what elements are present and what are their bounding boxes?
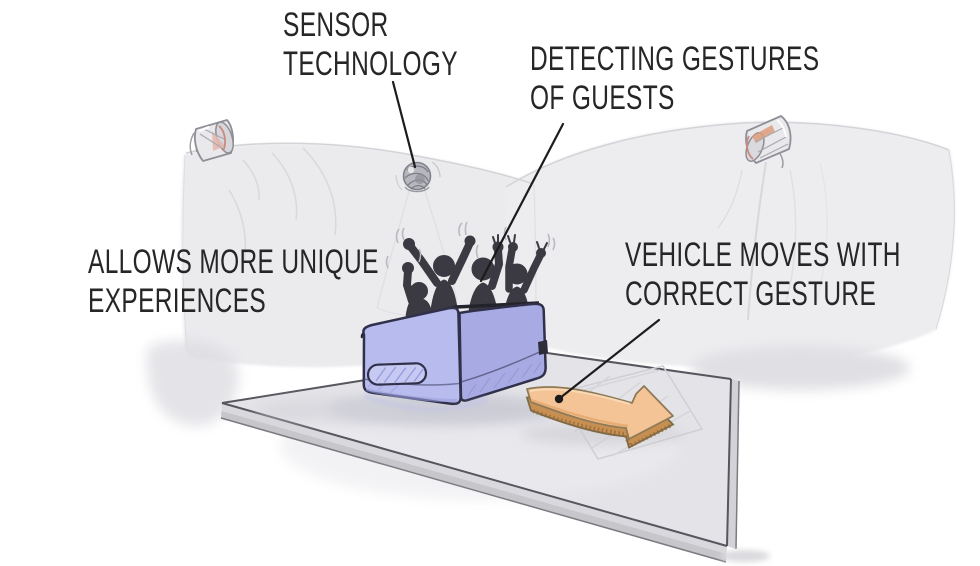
annotation-line: DETECTING GESTURES <box>530 40 820 78</box>
wall-floor-shadow <box>690 346 910 390</box>
leader-sensor-technology <box>391 80 417 169</box>
vehicle-shadow-left <box>255 399 405 423</box>
annotation-line: OF GUESTS <box>530 79 675 118</box>
leader-lines <box>391 80 661 404</box>
arrow-top <box>526 385 674 440</box>
annotation-line: TECHNOLOGY <box>283 45 458 84</box>
leader-detecting-gestures <box>479 122 565 283</box>
annotation-vehicle-moves: VEHICLE MOVES WITH CORRECT GESTURE <box>625 236 901 315</box>
ride-platform <box>146 340 910 563</box>
signal-wave-arcs <box>228 147 828 303</box>
corner-sensor-right <box>745 115 792 321</box>
annotation-line: ALLOWS MORE UNIQUE <box>88 243 379 281</box>
right-face-seam <box>460 349 545 383</box>
right-face-hatch <box>467 361 542 397</box>
leader-dot <box>554 394 564 404</box>
wall-edge-lines <box>182 121 955 351</box>
vehicle-right-face <box>458 302 547 402</box>
motion-marks <box>385 221 556 269</box>
annotation-line: EXPERIENCES <box>88 282 267 321</box>
direction-arrow <box>520 385 684 449</box>
annotation-line: SENSOR <box>283 6 389 44</box>
right-wall <box>505 121 956 368</box>
ceiling-dome-sensor <box>395 161 441 193</box>
vehicle-notch <box>538 340 548 355</box>
vehicle-reflection <box>364 393 488 412</box>
platform-front-side-dark <box>221 411 727 562</box>
annotation-sensor-technology: SENSOR TECHNOLOGY <box>283 6 458 85</box>
vehicle-hatch <box>366 362 428 386</box>
corner-shadow <box>720 550 770 562</box>
annotation-line: CORRECT GESTURE <box>625 275 877 314</box>
corner-sensor-left <box>189 119 234 162</box>
front-face-shade <box>366 388 458 403</box>
projection-walls <box>181 121 956 368</box>
annotation-line: VEHICLE MOVES WITH <box>625 236 901 274</box>
annotation-allows-unique-experiences: ALLOWS MORE UNIQUE EXPERIENCES <box>88 243 379 322</box>
ride-vehicle <box>362 302 548 412</box>
annotation-detecting-gestures: DETECTING GESTURES OF GUESTS <box>530 40 819 119</box>
leader-vehicle-moves <box>558 318 661 400</box>
arrow-highlight <box>529 388 631 405</box>
arrow-inner-shade <box>530 398 629 428</box>
platform-back-shadow <box>146 340 239 427</box>
